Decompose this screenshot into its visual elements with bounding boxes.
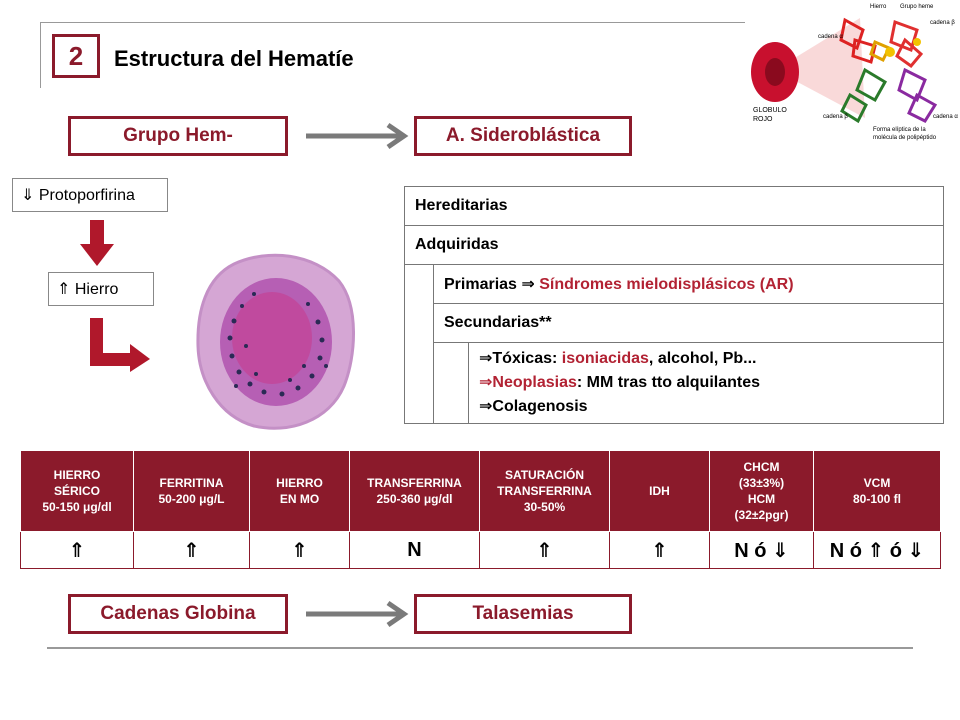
value-cell: ⇑ [133,531,250,569]
sideroblast-cell-image [196,253,355,430]
header-line: HCM [747,492,776,506]
fig-label-hierro: Hierro [870,4,887,10]
header-cell: VCM 80-100 fl [813,450,941,532]
fig-label-rojo: ROJO [753,116,773,123]
fig-label-cadena-beta-2: cadena β [823,114,848,120]
arrow-right-icon [306,122,409,150]
header-line: 80-100 fl [852,492,902,506]
header-line: (32±2pgr) [734,508,789,523]
value-cell: N ó ⇓ [709,531,814,569]
indent-cell [404,264,434,424]
header-line: FERRITINA [159,475,224,490]
value-cell: ⇑ [249,531,350,569]
table-value-row: ⇑⇑⇑N⇑⇑N ó ⇓N ó ⇑ ó ⇓ [20,531,941,569]
header-line: TRANSFERRINA [367,475,462,490]
section-number: 2 [52,34,100,78]
header-line: 50-150 μg/dl [42,500,112,515]
header-line: HIERRO [53,467,101,482]
fig-label-grupo-heme: Grupo heme [900,4,934,10]
footer-rule [47,647,913,649]
header-cell: FERRITINA 50-200 μg/L [133,450,250,532]
header-line: EN MO [279,492,320,506]
header-line: 250-360 μg/dl [376,492,453,506]
fig-label-cadena-alpha-1: cadena α [818,34,843,40]
fig-label-forma-2: molécula de polipéptido [873,135,937,141]
toxicas-line: ⇒Tóxicas: isoniacidas, alcohol, Pb... [479,347,933,371]
value-cell: N ó ⇑ ó ⇓ [813,531,941,569]
fig-label-forma-1: Forma elíptica de la [873,127,926,133]
primarias-cell: Primarias ⇒ Síndromes mielodisplásicos (… [433,264,944,304]
neoplasias-rest: : MM tras tto alquilantes [576,374,761,391]
header-line: HIERRO [276,475,323,490]
header-cell: HIERRO EN MO [249,450,350,532]
header-line: (33±3%) [738,475,785,490]
header-line: 50-200 μg/L [158,492,225,506]
header-line: IDH [649,483,670,498]
header-line: SÉRICO [53,483,100,498]
header-cell: IDH [609,450,710,532]
hereditarias-cell: Hereditarias [404,186,944,226]
fig-label-cadena-beta-1: cadena β [930,20,955,26]
hemoglobin-illustration: Hierro Grupo heme cadena α cadena β cade… [745,0,960,150]
toxicas-red: isoniacidas [561,350,649,367]
cadenas-globina-box: Cadenas Globina [68,594,288,634]
value-cell: ⇑ [609,531,710,569]
bent-arrow-icon [90,318,150,372]
sideroblastica-box: A. Sideroblástica [414,116,632,156]
classification-table: Hereditarias Adquiridas Primarias ⇒ Sínd… [404,186,944,424]
adquiridas-cell: Adquiridas [404,225,944,265]
toxicas-label: ⇒Tóxicas: [479,350,562,367]
primarias-red-text: Síndromes mielodisplásicos (AR) [539,276,794,293]
hierro-label: ⇑ Hierro [48,272,154,306]
header-line: TRANSFERRINA [497,483,592,498]
grupo-hem-box: Grupo Hem- [68,116,288,156]
toxicas-rest: , alcohol, Pb... [648,350,757,367]
arrow-right-icon-2 [306,600,409,628]
value-cell: ⇑ [479,531,610,569]
protoporfirina-label: ⇓ Protoporfirina [12,178,168,212]
secundarias-list: ⇒Tóxicas: isoniacidas, alcohol, Pb... ⇒N… [468,342,944,424]
neoplasias-red: ⇒Neoplasias [479,374,577,391]
fig-label-globulo: GLOBULO [753,107,787,114]
primarias-prefix: Primarias ⇒ [444,276,540,293]
header-line: 30-50% [523,500,566,515]
value-cell: ⇑ [20,531,134,569]
neoplasias-line: ⇒Neoplasias: MM tras tto alquilantes [479,371,933,395]
header-rule [40,22,745,23]
header-line: SATURACIÓN [504,467,585,482]
value-cell: N [349,531,480,569]
talasemias-box: Talasemias [414,594,632,634]
header-cell: CHCM(33±3%) HCM (32±2pgr) [709,450,814,532]
header-cell: TRANSFERRINA 250-360 μg/dl [349,450,480,532]
page-title: Estructura del Hematíe [114,46,354,71]
indent-cell-2 [433,342,469,424]
colagenosis-line: ⇒Colagenosis [479,398,588,415]
fig-label-cadena-alpha-2: cadena α [933,114,958,120]
header-line: VCM [863,475,891,490]
header-left-rule [40,22,41,88]
secundarias-cell: Secundarias** [433,303,944,343]
down-arrow-icon [80,220,114,266]
header-line: CHCM [743,459,780,474]
